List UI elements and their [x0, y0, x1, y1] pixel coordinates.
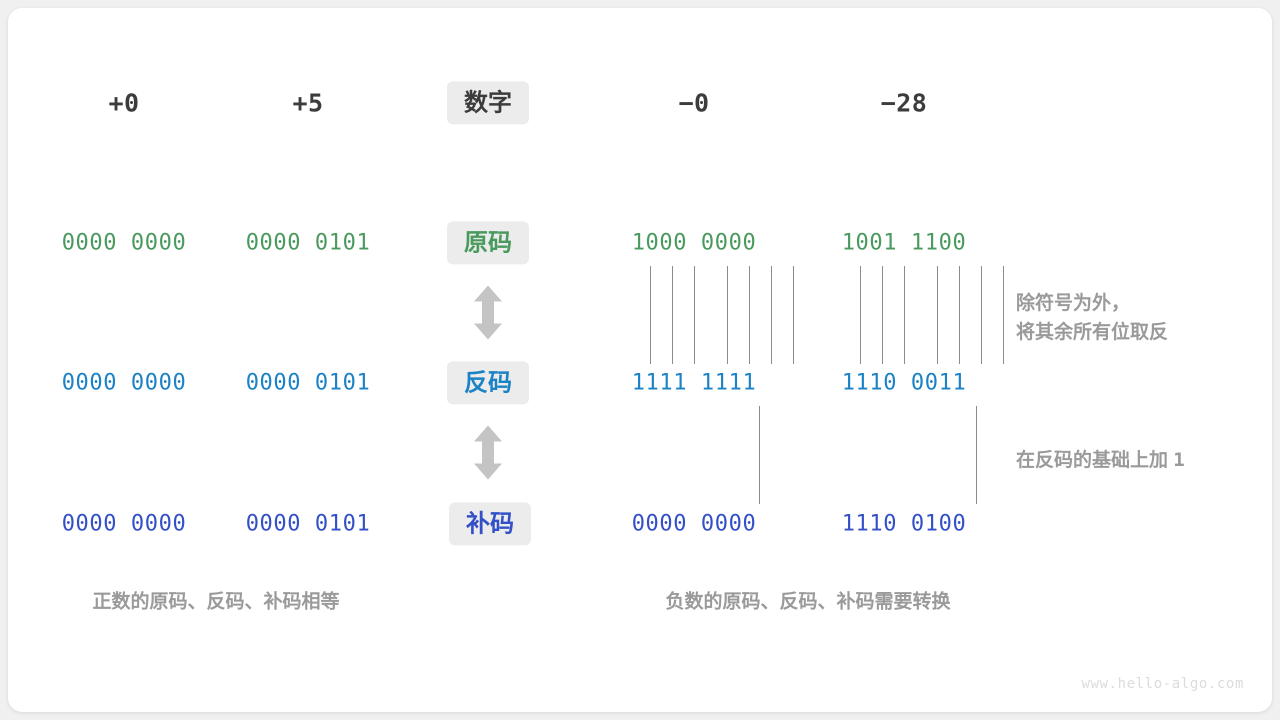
diagram-stage: +0 +5 数字 −0 −28 0000 0000 0000 0101 原码 1…: [8, 8, 1272, 712]
bit-connector-line: [981, 266, 982, 364]
bit-connector-line: [694, 266, 695, 364]
bit-connector-line: [860, 266, 861, 364]
header-value-neg-zero: −0: [678, 88, 710, 118]
diagram-card: +0 +5 数字 −0 −28 0000 0000 0000 0101 原码 1…: [8, 8, 1272, 712]
annotation-invert-bits: 除符号为外， 将其余所有位取反: [1016, 293, 1169, 344]
site-watermark: www.hello-algo.com: [1081, 676, 1244, 692]
bit-connector-line: [882, 266, 883, 364]
twos-complement-pos-five: 0000 0101: [245, 511, 371, 537]
carry-connector-line: [759, 406, 760, 504]
double-headed-vertical-arrow-icon-lower: [471, 425, 505, 486]
carry-connector-line: [976, 406, 977, 504]
double-headed-vertical-arrow-icon: [471, 285, 505, 346]
bit-connector-line: [1003, 266, 1004, 364]
caption-negative: 负数的原码、反码、补码需要转换: [665, 591, 951, 613]
true-form-neg-28: 1001 1100: [841, 230, 967, 256]
annotation-add-one: 在反码的基础上加 1: [1016, 446, 1185, 475]
header-value-pos-five: +5: [292, 88, 324, 118]
bit-connector-line: [771, 266, 772, 364]
bit-connector-line: [793, 266, 794, 364]
annotation-add-one-text: 在反码的基础上加: [1016, 450, 1174, 471]
row-label-twos-complement: 补码: [449, 502, 531, 546]
ones-complement-neg-zero: 1111 1111: [631, 370, 757, 396]
twos-complement-neg-28: 1110 0100: [841, 511, 967, 537]
header-value-neg-28: −28: [880, 88, 928, 118]
true-form-neg-zero: 1000 0000: [631, 230, 757, 256]
twos-complement-pos-zero: 0000 0000: [61, 511, 187, 537]
bit-connector-line: [650, 266, 651, 364]
row-label-number: 数字: [447, 81, 529, 125]
bit-connector-line: [959, 266, 960, 364]
true-form-pos-five: 0000 0101: [245, 230, 371, 256]
annotation-add-one-value: 1: [1173, 449, 1185, 471]
bit-connector-line: [904, 266, 905, 364]
bit-connector-line: [749, 266, 750, 364]
ones-complement-pos-five: 0000 0101: [245, 370, 371, 396]
bit-connector-line: [937, 266, 938, 364]
ones-complement-pos-zero: 0000 0000: [61, 370, 187, 396]
row-label-true-form: 原码: [447, 221, 529, 265]
caption-positive: 正数的原码、反码、补码相等: [92, 591, 340, 613]
row-label-ones-complement: 反码: [447, 361, 529, 405]
bit-connector-line: [727, 266, 728, 364]
true-form-pos-zero: 0000 0000: [61, 230, 187, 256]
ones-complement-neg-28: 1110 0011: [841, 370, 967, 396]
bit-connector-line: [672, 266, 673, 364]
twos-complement-neg-zero: 0000 0000: [631, 511, 757, 537]
header-value-pos-zero: +0: [108, 88, 140, 118]
